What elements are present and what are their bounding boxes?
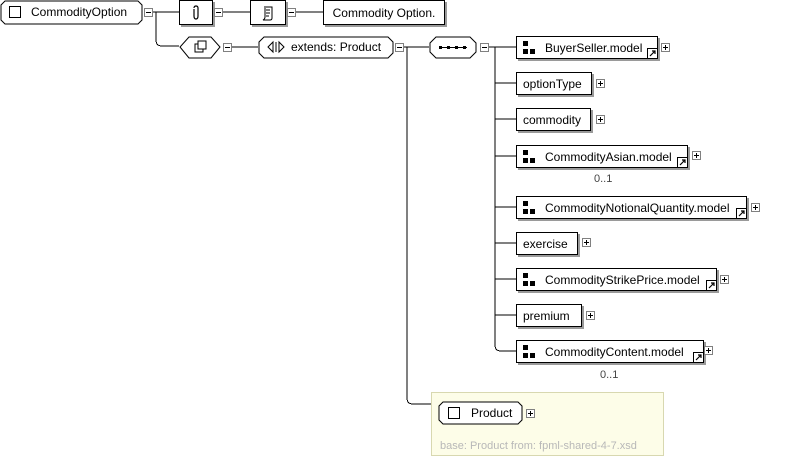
group-icon <box>523 149 537 164</box>
seq-item-commodity-strike-price-model[interactable]: CommodityStrikePrice.model <box>516 268 717 291</box>
element-checkbox-icon <box>9 6 21 18</box>
expand-toggle-option-type[interactable] <box>596 79 605 88</box>
documentation-box[interactable] <box>250 0 286 25</box>
reference-arrow-icon <box>677 157 688 168</box>
seq-item-commodity-notional-quantity-model[interactable]: CommodityNotionalQuantity.model <box>516 196 747 219</box>
collapse-toggle-extension[interactable] <box>395 43 404 52</box>
collapse-toggle-sequence[interactable] <box>480 43 489 52</box>
annotation-box[interactable] <box>179 0 213 25</box>
seq-item-label: CommodityAsian.model <box>545 149 672 164</box>
expand-toggle-commodity-notional-quantity-model[interactable] <box>751 203 760 212</box>
group-icon <box>523 272 537 287</box>
seq-item-label: CommodityContent.model <box>545 344 684 359</box>
seq-item-label: premium <box>523 308 570 323</box>
occurrence-label: 0..1 <box>600 369 619 381</box>
complex-type-node[interactable] <box>179 36 221 59</box>
extension-label: extends: Product <box>291 40 382 54</box>
extension-node[interactable]: extends: Product <box>258 36 394 59</box>
seq-item-commodity-content-model[interactable]: CommodityContent.model <box>516 340 704 363</box>
documentation-label: Commodity Option. <box>332 5 436 20</box>
base-type-panel: base: Product from: fpml-shared-4-7.xsd <box>431 392 664 456</box>
seq-item-commodity-asian-model[interactable]: CommodityAsian.model <box>516 145 688 168</box>
seq-item-label: optionType <box>523 76 582 91</box>
base-type-source: base: Product from: fpml-shared-4-7.xsd <box>440 440 637 452</box>
documentation-text: Commodity Option. <box>323 0 445 25</box>
seq-item-buyer-seller-model[interactable]: BuyerSeller.model <box>516 36 658 59</box>
extension-shape <box>258 36 394 59</box>
seq-item-label: BuyerSeller.model <box>545 40 643 55</box>
seq-item-label: CommodityStrikePrice.model <box>545 272 700 287</box>
expand-toggle-commodity-content-model[interactable] <box>704 346 713 355</box>
expand-toggle-commodity-asian-model[interactable] <box>692 151 701 160</box>
expand-toggle-product[interactable] <box>526 409 535 418</box>
base-type-label: Product <box>471 406 513 420</box>
reference-arrow-icon <box>647 48 658 59</box>
reference-arrow-icon <box>706 280 717 291</box>
element-checkbox-icon <box>448 407 460 419</box>
element-label: CommodityOption <box>31 5 128 19</box>
seq-item-label: commodity <box>523 112 582 127</box>
seq-item-commodity[interactable]: commodity <box>516 108 591 131</box>
element-shape <box>0 0 143 25</box>
expand-toggle-commodity-strike-price-model[interactable] <box>720 275 729 284</box>
seq-item-exercise[interactable]: exercise <box>516 232 578 255</box>
element-commodity-option[interactable]: CommodityOption <box>0 0 143 25</box>
occurrence-label: 0..1 <box>594 173 613 185</box>
collapse-toggle-annotation[interactable] <box>214 8 223 17</box>
expand-toggle-premium[interactable] <box>586 311 595 320</box>
seq-item-label: CommodityNotionalQuantity.model <box>545 200 730 215</box>
base-type-product[interactable]: Product <box>438 401 523 425</box>
group-icon <box>523 40 537 55</box>
expand-toggle-commodity[interactable] <box>596 115 605 124</box>
paperclip-icon <box>193 4 199 20</box>
complex-type-shape <box>179 36 221 59</box>
reference-arrow-icon <box>736 208 747 219</box>
seq-item-option-type[interactable]: optionType <box>516 72 592 95</box>
expand-toggle-buyer-seller-model[interactable] <box>661 43 670 52</box>
group-icon <box>523 344 537 359</box>
collapse-toggle-root[interactable] <box>144 8 153 17</box>
scroll-icon <box>262 6 273 20</box>
seq-item-label: exercise <box>523 236 568 251</box>
expand-toggle-exercise[interactable] <box>582 238 591 247</box>
collapse-toggle-documentation[interactable] <box>287 8 296 17</box>
sequence-shape <box>429 36 477 59</box>
seq-item-premium[interactable]: premium <box>516 304 582 327</box>
collapse-toggle-complex-type[interactable] <box>223 43 232 52</box>
sequence-compositor[interactable] <box>429 36 477 59</box>
reference-arrow-icon <box>693 352 704 363</box>
group-icon <box>523 200 537 215</box>
